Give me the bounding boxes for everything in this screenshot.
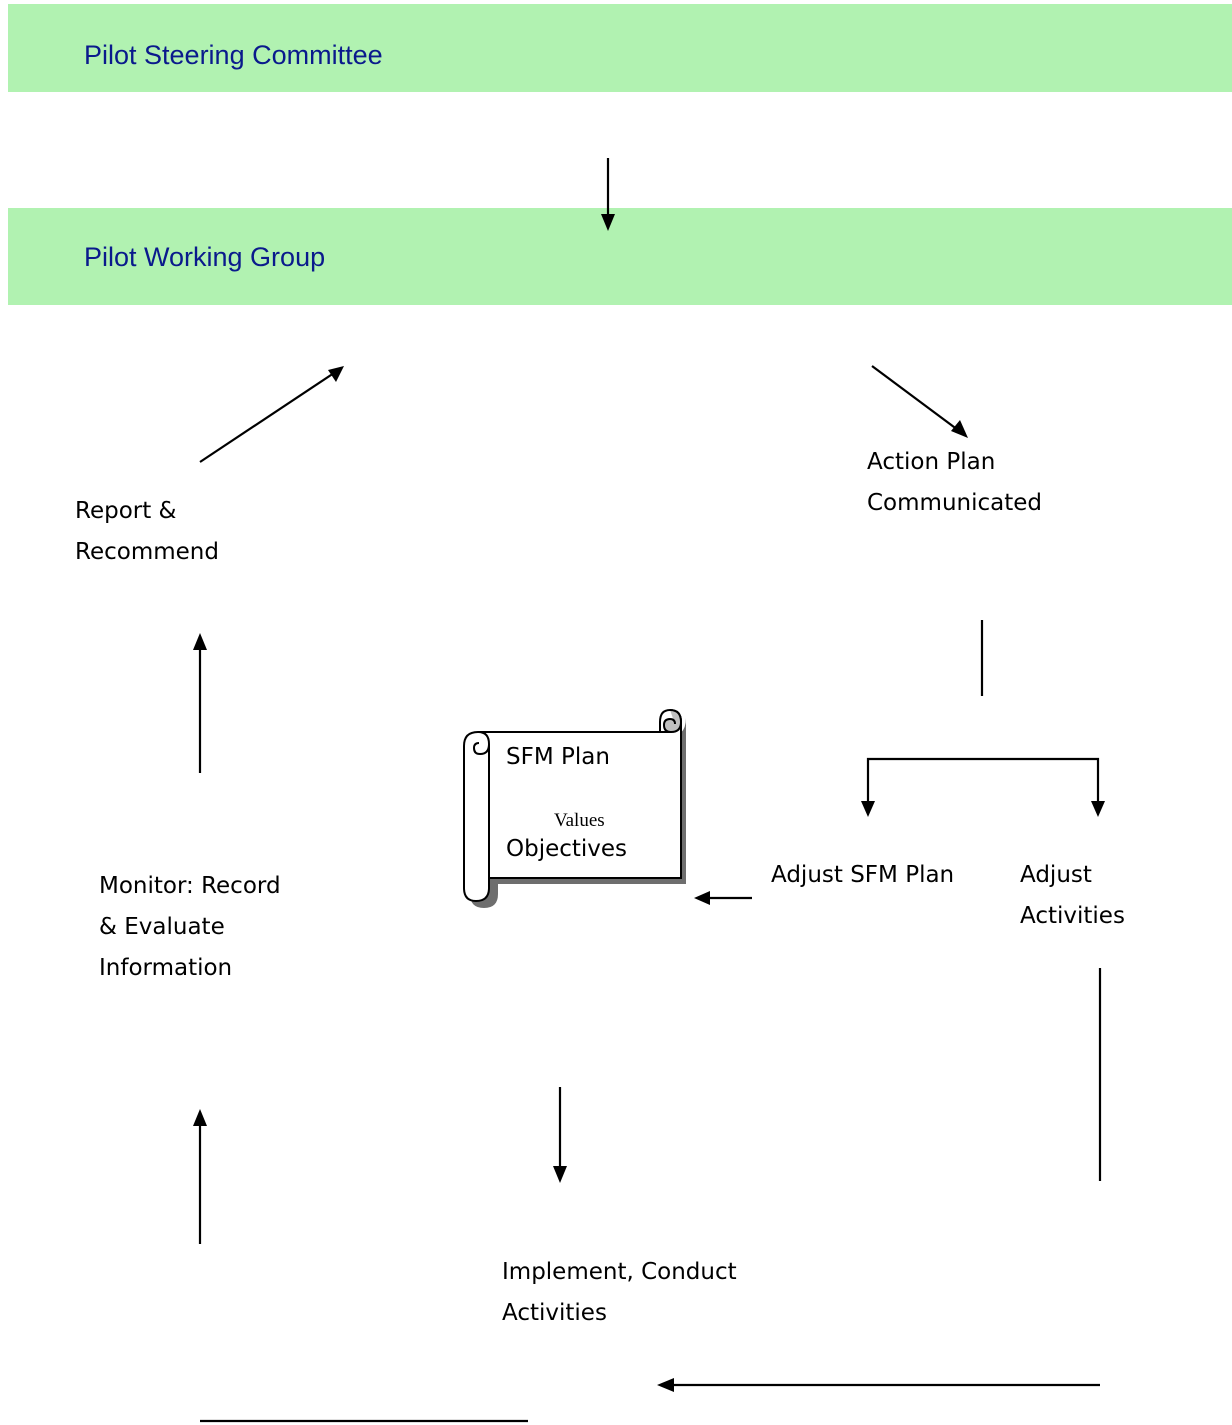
step-report-line1: Report & (75, 498, 177, 524)
arrowhead-adjust-plan-to-scroll (694, 891, 710, 905)
scroll-values: Values (554, 810, 605, 831)
working-group-title: Pilot Working Group (84, 242, 326, 272)
step-monitor: Monitor: Record & Evaluate Information (99, 866, 281, 989)
step-adjust-plan-label: Adjust SFM Plan (771, 862, 955, 888)
arrowhead-working-to-action-plan (951, 420, 968, 438)
step-adjust-plan: Adjust SFM Plan (771, 855, 954, 896)
arrow-report-to-working (199, 372, 335, 463)
step-implement-line1: Implement, Conduct (502, 1259, 737, 1285)
arrowhead-report-to-working (328, 366, 344, 382)
arrowhead-monitor-to-report (193, 633, 207, 650)
step-monitor-line3: Information (99, 955, 233, 981)
step-monitor-line2: & Evaluate (99, 914, 225, 940)
step-action-plan: Action Plan Communicated (867, 442, 1042, 524)
arrowhead-steering-to-working (601, 214, 615, 231)
step-monitor-line1: Monitor: Record (99, 873, 281, 899)
step-adjust-activities: Adjust Activities (1020, 855, 1125, 937)
steering-committee-title: Pilot Steering Committee (84, 40, 383, 70)
arrowhead-to-monitor (193, 1109, 207, 1126)
scroll-title: SFM Plan (506, 744, 610, 770)
steering-committee-band: Pilot Steering Committee (8, 4, 1232, 92)
step-report-line2: Recommend (75, 539, 219, 565)
working-group-band: Pilot Working Group (8, 208, 1232, 305)
step-adjust-activities-line2: Activities (1020, 903, 1125, 929)
step-report: Report & Recommend (75, 491, 219, 573)
step-adjust-activities-line1: Adjust (1020, 862, 1092, 888)
step-action-plan-line2: Communicated (867, 490, 1042, 516)
arrowhead-split-left (861, 801, 875, 817)
step-action-plan-line1: Action Plan (867, 449, 996, 475)
arrow-working-to-action-plan (871, 365, 959, 431)
step-implement-line2: Activities (502, 1300, 607, 1326)
sfm-plan-scroll-icon (463, 708, 686, 908)
scroll-objectives: Objectives (506, 836, 628, 862)
arrowhead-split-right (1091, 801, 1105, 817)
arrowhead-bottom-left (657, 1378, 674, 1392)
step-implement: Implement, Conduct Activities (502, 1252, 737, 1334)
connector-split-bracket (866, 757, 1100, 804)
arrowhead-scroll-to-implement (553, 1166, 567, 1183)
